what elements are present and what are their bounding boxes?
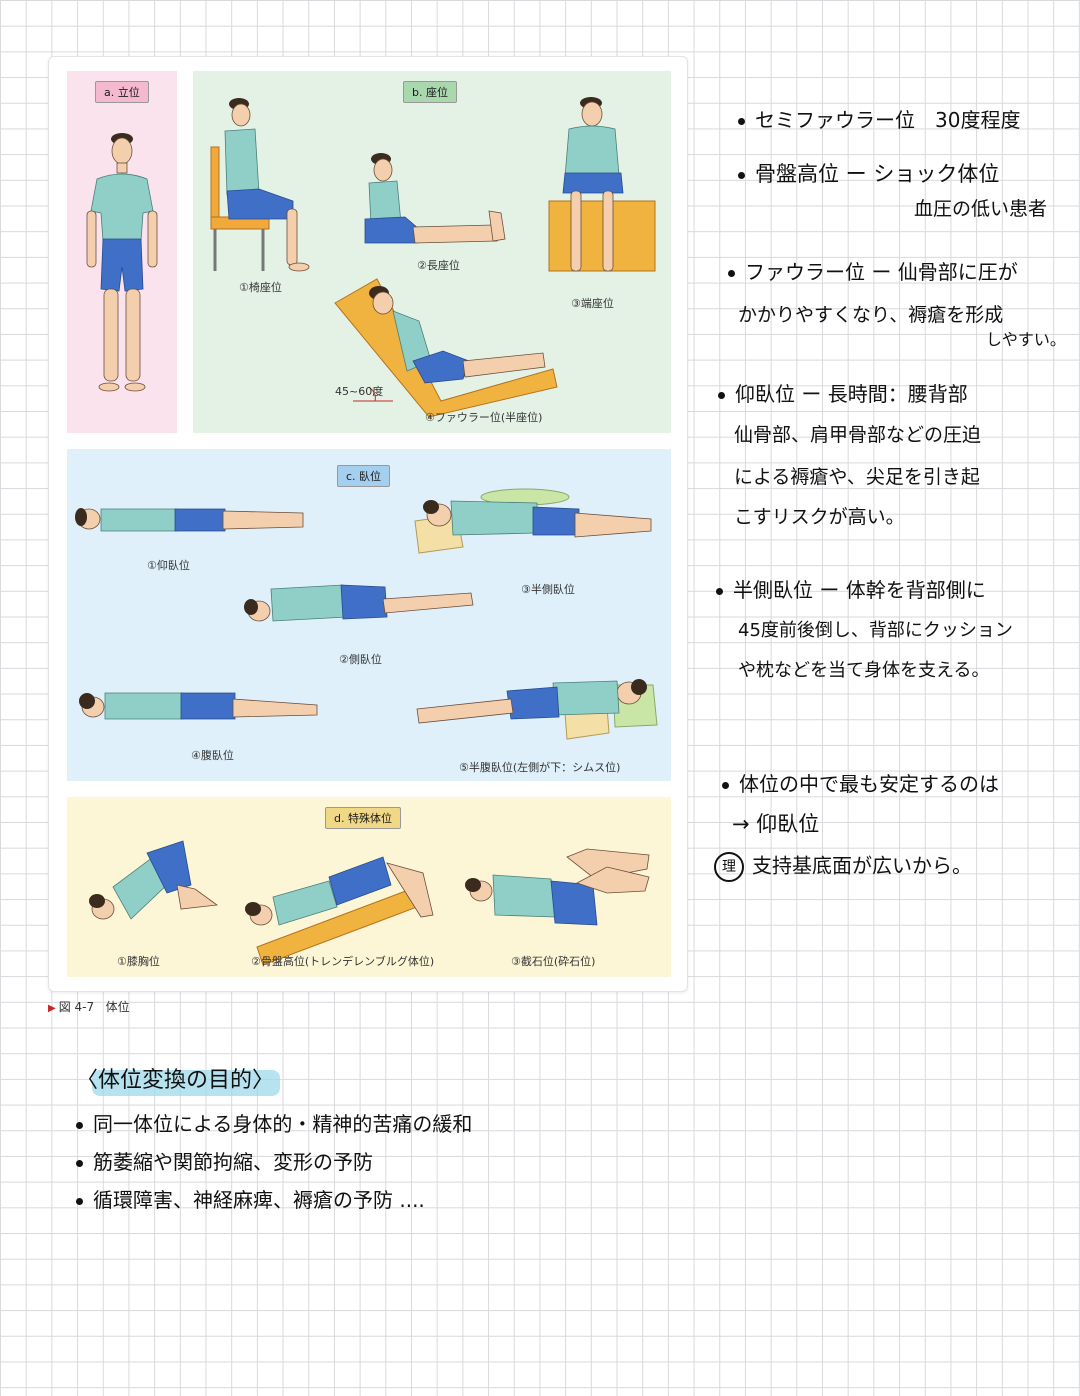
note-supine: 仰臥位 ー 長時間：腰背部 — [718, 384, 968, 404]
caption-semi-lateral: ③半側臥位 — [521, 583, 575, 596]
bullet-icon — [76, 1160, 83, 1167]
angle-label: 45~60度 — [335, 385, 384, 398]
reason-circle-mark: 理 — [714, 852, 744, 882]
note-semi-lateral-line2: 45度前後倒し、背部にクッション — [738, 620, 1013, 641]
caption-lithotomy: ③截石位(砕石位) — [511, 955, 596, 968]
figure-title: 体位 — [105, 1000, 130, 1014]
caption-edge-sitting: ③端座位 — [571, 297, 614, 310]
panel-tag-special: d. 特殊体位 — [325, 807, 401, 829]
note-supine-line4: こすリスクが高い。 — [734, 506, 905, 528]
panel-lying: c. 臥位 — [67, 449, 671, 781]
caption-pelvic-high: ②骨盤高位(トレンデレンブルグ体位) — [251, 955, 435, 968]
figure-number: 図 4-7 — [58, 1000, 95, 1014]
note-semi-lateral: 半側臥位 ー 体幹を背部側に — [716, 580, 986, 600]
note-pelvic-high-detail: 血圧の低い患者 — [914, 198, 1048, 220]
panel-sitting: b. 座位 — [193, 71, 671, 433]
purpose-heading: 〈体位変換の目的〉 — [76, 1068, 275, 1093]
purpose-item-1: 同一体位による身体的・精神的苦痛の緩和 — [76, 1114, 472, 1134]
purpose-item-3: 循環障害、神経麻痺、褥瘡の予防 .... — [76, 1190, 425, 1210]
sitting-figures-illustration — [210, 97, 656, 418]
panel-special: d. 特殊体位 ①膝胸位 ②骨盤高位(トレンデレンブルグ体位) ③截石位(砕 — [67, 797, 671, 977]
caption-fowler: ④ファウラー位(半座位) — [425, 411, 543, 424]
note-fowler: ファウラー位 ー 仙骨部に圧が — [728, 262, 1018, 282]
caption-marker-icon: ▶ — [48, 1003, 56, 1014]
note-fowler-line2: かかりやすくなり、褥瘡を形成 — [738, 304, 1004, 326]
caption-long-sitting: ②長座位 — [417, 259, 460, 272]
note-fowler-line3: しやすい。 — [986, 330, 1066, 349]
note-supine-line3: による褥瘡や、尖足を引き起 — [734, 466, 980, 488]
note-stable-answer: → 仰臥位 — [732, 812, 820, 836]
note-pelvic-high: 骨盤高位 ー ショック体位 — [738, 164, 999, 185]
note-semi-lateral-line3: や枕などを当て身体を支える。 — [738, 660, 990, 681]
note-stable: 体位の中で最も安定するのは — [722, 774, 999, 794]
caption-prone: ④腹臥位 — [191, 749, 234, 762]
panel-tag-standing: a. 立位 — [95, 81, 149, 103]
caption-sims: ⑤半腹臥位(左側が下：シムス位) — [459, 761, 621, 774]
panel-tag-lying: c. 臥位 — [337, 465, 391, 487]
special-figures-illustration — [89, 840, 650, 966]
bullet-icon — [76, 1198, 83, 1205]
figure-caption: ▶図 4-7 体位 — [48, 998, 130, 1015]
note-stable-reason: 理支持基底面が広いから。 — [714, 852, 972, 882]
figure-card: a. 立位 b. 座位 — [48, 56, 688, 992]
note-supine-line2: 仙骨部、肩甲骨部などの圧迫 — [734, 424, 982, 446]
purpose-item-2: 筋萎縮や関節拘縮、変形の予防 — [76, 1152, 373, 1172]
bullet-icon — [722, 782, 729, 789]
bullet-icon — [718, 392, 725, 399]
bullet-icon — [728, 270, 735, 277]
heading-highlight — [92, 1070, 280, 1096]
bullet-icon — [716, 588, 723, 595]
bullet-icon — [738, 118, 745, 125]
caption-supine: ①仰臥位 — [147, 559, 190, 572]
caption-chair-sitting: ①椅座位 — [239, 281, 282, 294]
note-semi-fowler: セミファウラー位 30度程度 — [738, 110, 1020, 130]
lying-figures-illustration — [75, 488, 658, 740]
panel-standing: a. 立位 — [67, 71, 177, 433]
standing-figure-illustration — [86, 133, 158, 392]
caption-knee-chest: ①膝胸位 — [117, 955, 160, 968]
panel-tag-sitting: b. 座位 — [403, 81, 457, 103]
bullet-icon — [738, 171, 745, 179]
caption-lateral: ②側臥位 — [339, 653, 382, 666]
bullet-icon — [76, 1122, 83, 1129]
